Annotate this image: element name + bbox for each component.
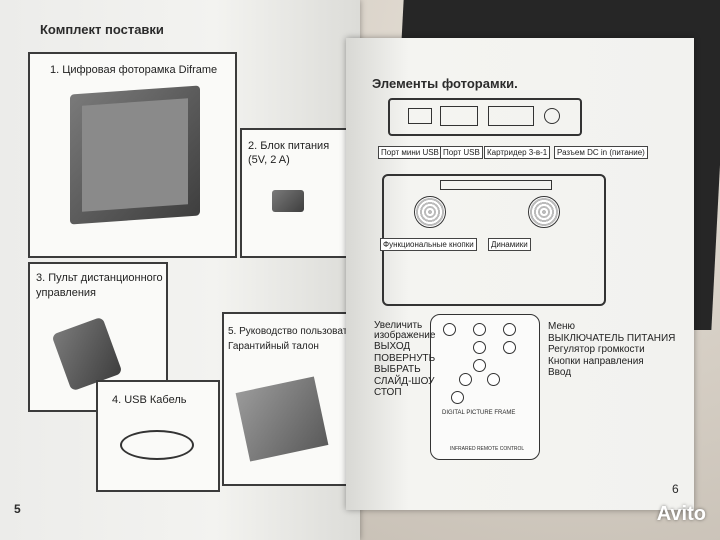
port-label-dc-in: Разъем DC in (питание) xyxy=(554,146,648,159)
usb-port-icon xyxy=(440,106,478,126)
card-reader-icon xyxy=(488,106,534,126)
manual-left-page: Комплект поставки 1. Цифровая фоторамка … xyxy=(0,0,364,540)
remote-caption: DIGITAL PICTURE FRAME xyxy=(442,410,516,416)
item-3-label-2: управления xyxy=(36,287,96,299)
item-power-box xyxy=(240,128,350,258)
right-page-number: 6 xyxy=(672,482,679,496)
item-5-label: 5. Руководство пользователя xyxy=(228,326,364,337)
remote-label-stop: СТОП xyxy=(374,387,402,398)
item-4-label: 4. USB Кабель xyxy=(112,394,187,406)
mini-usb-port-icon xyxy=(408,108,432,124)
remote-label-power: ВЫКЛЮЧАТЕЛЬ ПИТАНИЯ xyxy=(548,333,676,344)
manual-right-page: Элементы фоторамки. Порт мини USB Порт U… xyxy=(346,38,694,510)
function-buttons-icon xyxy=(440,180,552,190)
zoom-button-icon xyxy=(473,323,486,336)
speaker-left-icon xyxy=(414,196,446,228)
item-manual-box xyxy=(222,312,348,486)
item-2-label: 2. Блок питания xyxy=(248,140,330,152)
avito-watermark: Avito xyxy=(656,503,706,525)
left-page-number: 5 xyxy=(14,502,21,516)
ports-diagram xyxy=(388,98,582,136)
remote-label-arrows: Кнопки направления xyxy=(548,356,644,367)
volume-button-icon xyxy=(503,341,516,354)
item-5-label-2: Гарантийный талон xyxy=(228,341,319,352)
left-arrow-icon xyxy=(459,373,472,386)
right-page-title: Элементы фоторамки. xyxy=(372,76,518,91)
remote-subcaption: INFRARED REMOTE CONTROL xyxy=(450,446,525,452)
frame-label-function-buttons: Функциональные кнопки xyxy=(380,238,477,251)
port-label-usb: Порт USB xyxy=(440,146,483,159)
usb-cable-illustration xyxy=(120,430,194,460)
remote-label-select: ВЫБРАТЬ xyxy=(374,364,421,375)
port-label-mini-usb: Порт мини USB xyxy=(378,146,442,159)
frame-illustration xyxy=(70,85,200,225)
remote-label-enter: Ввод xyxy=(548,367,572,378)
rotate-button-icon xyxy=(473,341,486,354)
slideshow-button-icon xyxy=(451,391,464,404)
item-usb-box xyxy=(96,380,220,492)
left-page-title: Комплект поставки xyxy=(40,22,164,37)
remote-label-volume: Регулятор громкости xyxy=(548,344,645,355)
remote-label-exit: ВЫХОД xyxy=(374,341,411,352)
dc-in-port-icon xyxy=(544,108,560,124)
manual-illustration xyxy=(235,376,329,462)
item-3-label: 3. Пульт дистанционного xyxy=(36,272,163,284)
up-arrow-icon xyxy=(473,359,486,372)
item-2-spec: (5V, 2 A) xyxy=(248,154,290,166)
exit-button-icon xyxy=(443,323,456,336)
remote-label-zoom-2: изображение xyxy=(374,330,436,341)
remote-label-zoom: Увеличить xyxy=(374,320,423,331)
power-adapter-illustration xyxy=(272,190,304,212)
remote-diagram xyxy=(430,314,540,460)
remote-label-slideshow: СЛАЙД-ШОУ xyxy=(374,376,435,387)
item-frame-box xyxy=(28,52,237,258)
frame-label-speakers: Динамики xyxy=(488,238,531,251)
speaker-right-icon xyxy=(528,196,560,228)
port-label-card-reader: Картридер 3-в-1 xyxy=(484,146,551,159)
right-arrow-icon xyxy=(487,373,500,386)
remote-label-rotate: ПОВЕРНУТЬ xyxy=(374,353,436,364)
remote-label-menu: Меню xyxy=(548,321,576,332)
item-1-label: 1. Цифровая фоторамка Diframe xyxy=(50,64,218,76)
power-button-icon xyxy=(503,323,516,336)
